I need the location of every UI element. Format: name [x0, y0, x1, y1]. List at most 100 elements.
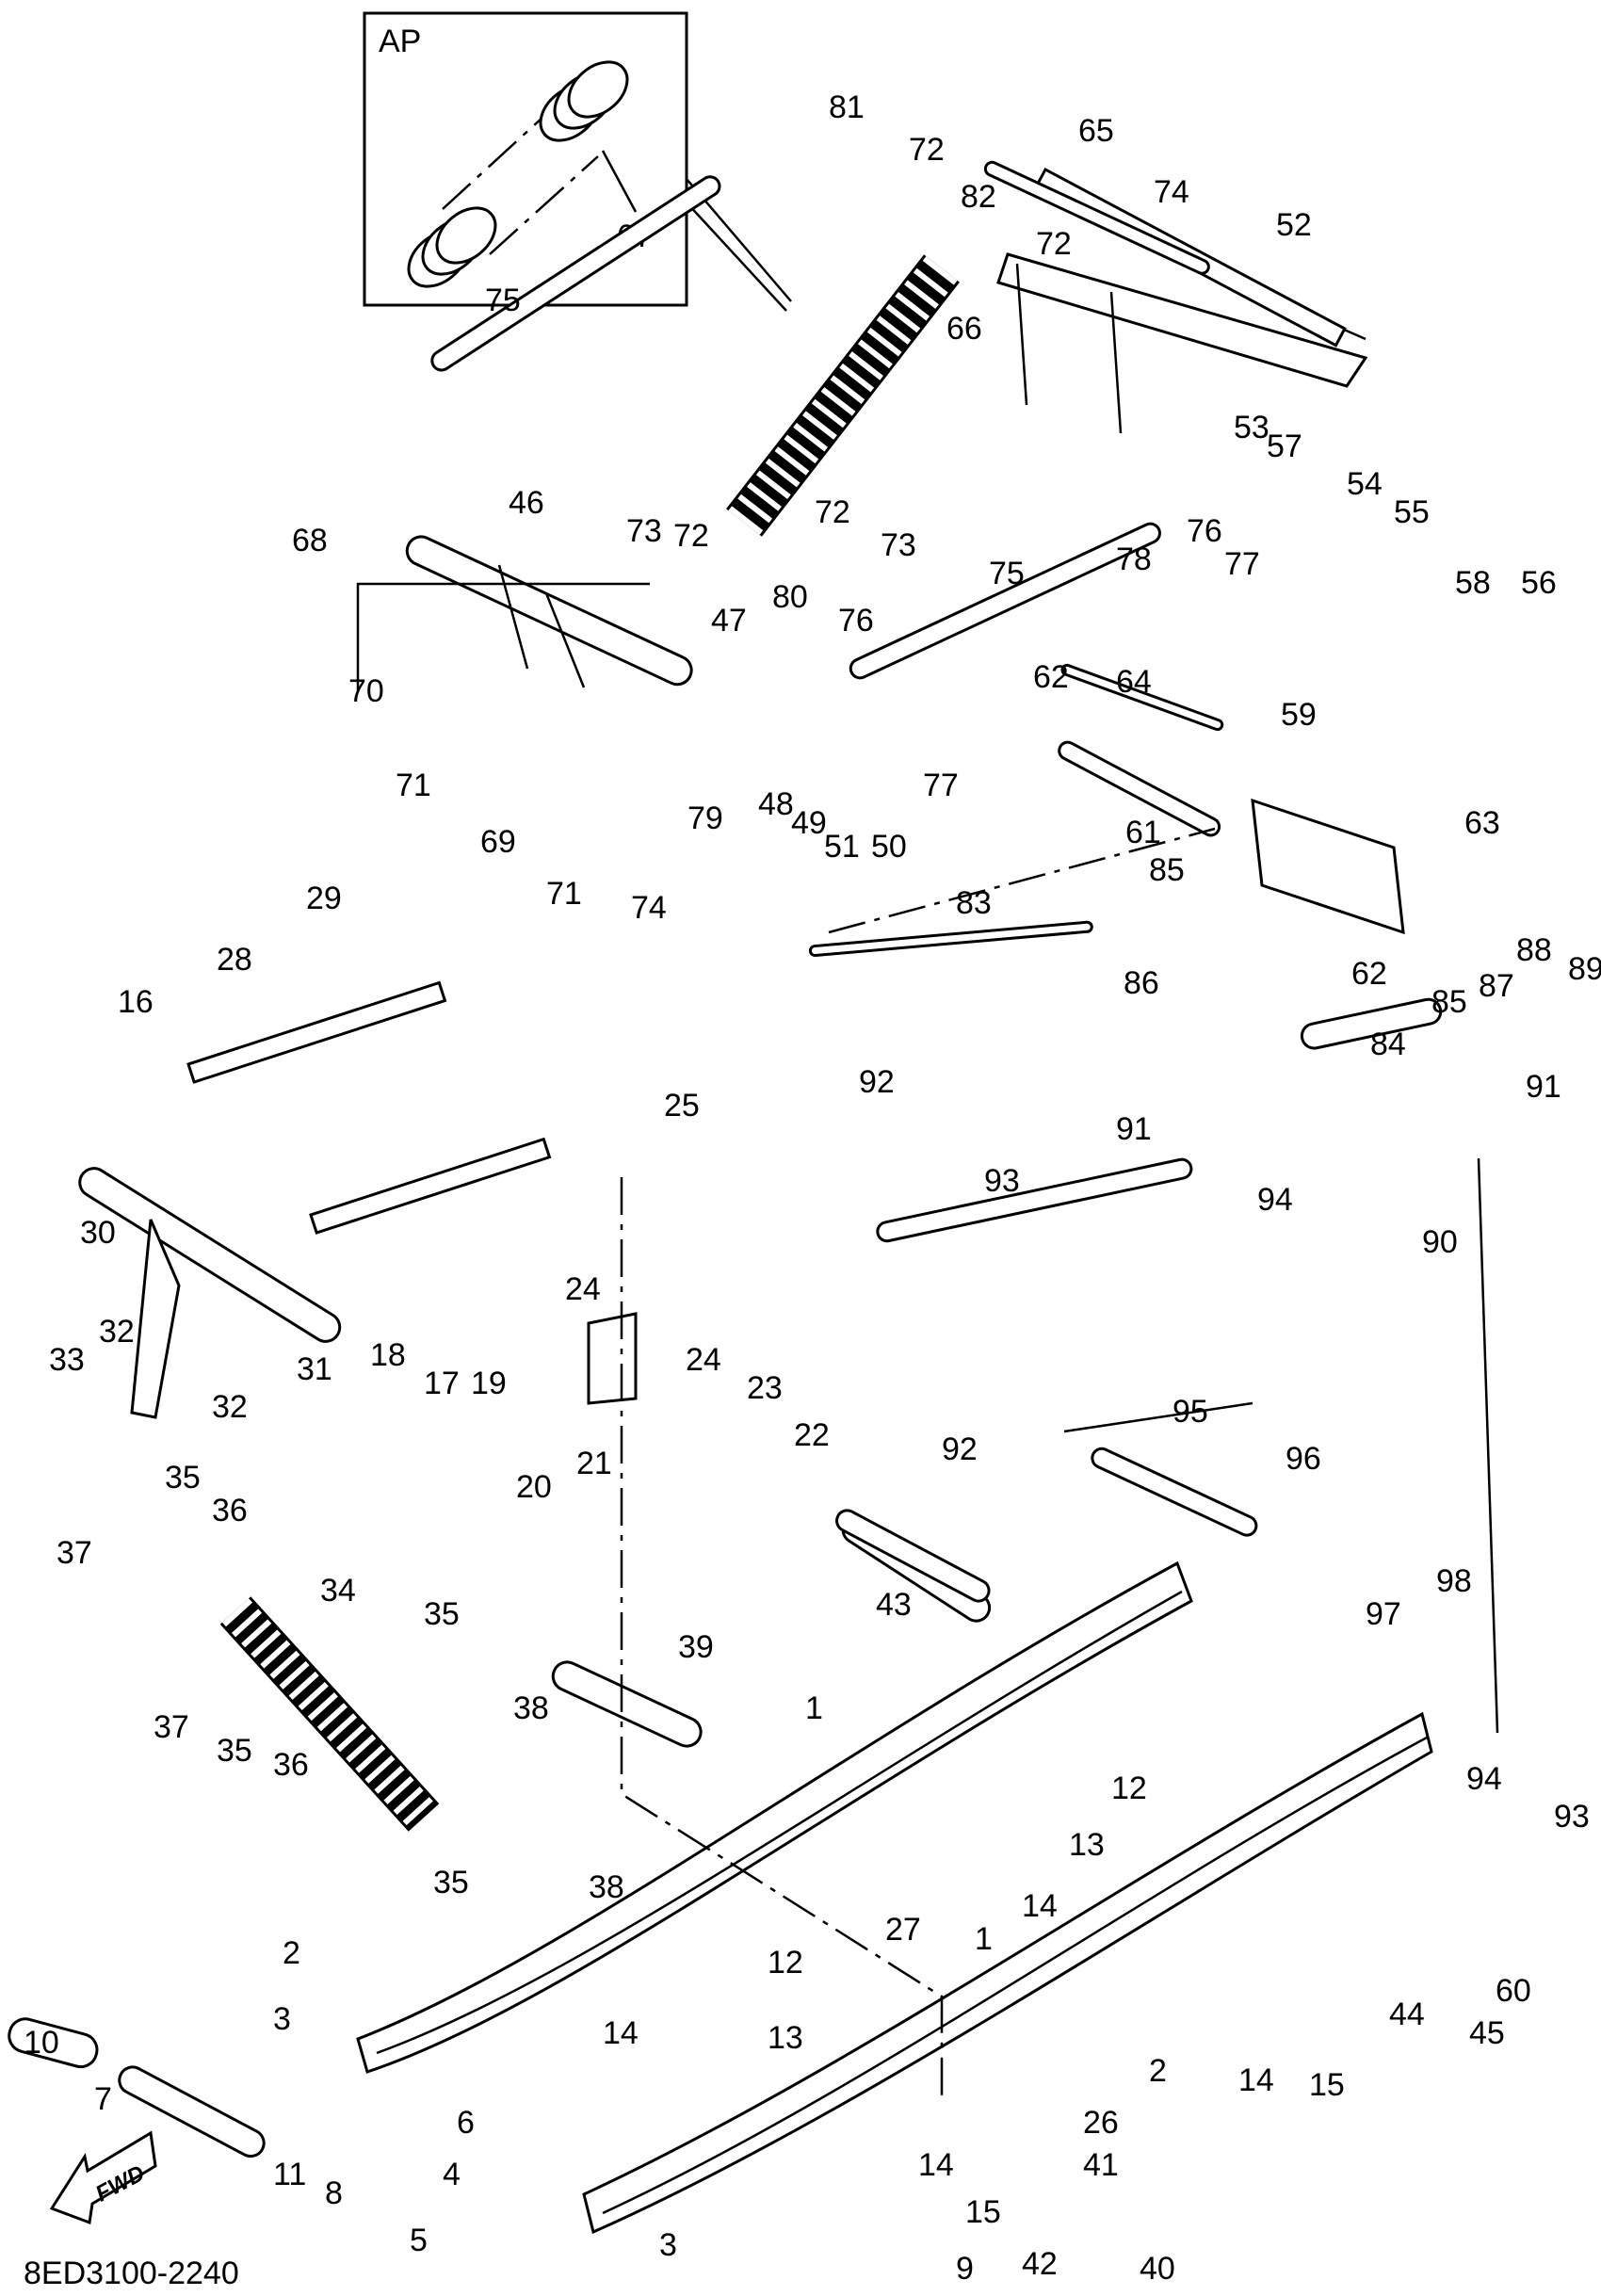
front-arm	[405, 535, 693, 688]
callout-1: 1	[975, 1921, 993, 1957]
callout-14: 14	[1022, 1888, 1058, 1924]
callout-12: 12	[1111, 1771, 1147, 1806]
callout-56: 56	[1521, 565, 1557, 601]
callout-91: 91	[1526, 1069, 1561, 1105]
callout-46: 46	[509, 485, 544, 521]
callout-62: 62	[1351, 956, 1387, 992]
callout-87: 87	[1479, 968, 1514, 1004]
callout-43: 43	[876, 1587, 912, 1623]
callout-7: 7	[94, 2081, 112, 2117]
callout-44: 44	[1389, 1997, 1425, 2032]
callout-63: 63	[1464, 805, 1500, 841]
callout-57: 57	[1267, 428, 1302, 464]
axles	[8, 2017, 266, 2159]
callout-48: 48	[758, 786, 794, 822]
callout-58: 58	[1455, 565, 1491, 601]
callout-10: 10	[24, 2025, 59, 2061]
callout-1: 1	[805, 1690, 823, 1726]
callout-15: 15	[965, 2194, 1001, 2230]
callout-88: 88	[1516, 932, 1552, 968]
callout-98: 98	[1436, 1563, 1472, 1599]
callout-79: 79	[687, 800, 723, 836]
callout-51: 51	[824, 829, 860, 865]
callout-76: 76	[1187, 513, 1222, 549]
callout-24: 24	[565, 1271, 601, 1307]
callout-96: 96	[1286, 1441, 1321, 1477]
callout-15: 15	[1309, 2067, 1345, 2103]
callout-50: 50	[871, 829, 907, 865]
callout-32: 32	[99, 1314, 135, 1350]
callout-77: 77	[1224, 546, 1260, 582]
callout-23: 23	[747, 1370, 783, 1406]
inset-ap: AP 67	[363, 11, 688, 307]
callout-27: 27	[885, 1912, 921, 1948]
callout-94: 94	[1257, 1182, 1293, 1218]
callout-13: 13	[1069, 1827, 1105, 1863]
callout-70: 70	[348, 673, 384, 709]
callout-3: 3	[659, 2227, 677, 2263]
front-frame	[78, 980, 703, 1748]
callout-37: 37	[154, 1709, 189, 1745]
callout-12: 12	[768, 1945, 803, 1981]
callout-68: 68	[292, 523, 328, 558]
callout-25: 25	[664, 1088, 700, 1124]
drawing-code: 8ED3100-2240	[24, 2256, 239, 2291]
slide-rails	[356, 1509, 1433, 2235]
callout-78: 78	[1116, 542, 1152, 577]
callout-84: 84	[1370, 1027, 1406, 1062]
callout-75: 75	[989, 556, 1025, 591]
callout-52: 52	[1276, 207, 1312, 243]
callout-80: 80	[772, 579, 808, 615]
callout-20: 20	[516, 1469, 552, 1505]
callout-21: 21	[576, 1446, 612, 1481]
callout-97: 97	[1366, 1596, 1401, 1632]
callout-19: 19	[471, 1366, 507, 1401]
callout-8: 8	[325, 2175, 343, 2211]
callout-93: 93	[984, 1163, 1020, 1199]
callout-18: 18	[370, 1337, 406, 1373]
callout-64: 64	[1116, 664, 1152, 700]
callout-11: 11	[273, 2157, 306, 2192]
callout-36: 36	[273, 1747, 309, 1783]
callout-66: 66	[946, 311, 982, 347]
callout-77: 77	[923, 768, 959, 803]
callout-2: 2	[283, 1935, 300, 1971]
callout-85: 85	[1149, 852, 1185, 888]
rear-shock-absorber	[726, 254, 960, 537]
callout-93: 93	[1554, 1799, 1590, 1835]
callout-86: 86	[1124, 965, 1159, 1001]
callout-29: 29	[306, 881, 342, 916]
callout-31: 31	[297, 1351, 332, 1387]
fwd-direction-arrow: FWD	[49, 2130, 157, 2225]
callout-38: 38	[589, 1869, 624, 1905]
callout-61: 61	[1125, 815, 1161, 850]
front-shock	[219, 1596, 440, 1832]
callout-14: 14	[1238, 2062, 1274, 2098]
callout-75: 75	[485, 283, 521, 318]
callout-13: 13	[768, 2020, 803, 2056]
callout-81: 81	[829, 89, 865, 125]
callout-17: 17	[424, 1366, 460, 1401]
bushing-67-icon	[407, 60, 638, 288]
callout-34: 34	[320, 1573, 356, 1609]
callout-55: 55	[1394, 494, 1430, 530]
callout-95: 95	[1172, 1394, 1208, 1430]
callout-35: 35	[165, 1460, 201, 1496]
callout-60: 60	[1496, 1973, 1531, 2009]
callout-32: 32	[212, 1389, 248, 1425]
callout-28: 28	[217, 942, 252, 978]
callout-73: 73	[881, 527, 916, 563]
callout-83: 83	[956, 885, 992, 921]
callout-92: 92	[859, 1064, 895, 1100]
callout-90: 90	[1422, 1224, 1458, 1260]
callout-35: 35	[424, 1596, 460, 1632]
callout-74: 74	[631, 890, 667, 926]
callout-39: 39	[678, 1629, 714, 1665]
callout-82: 82	[961, 179, 996, 215]
callout-74: 74	[1154, 174, 1189, 210]
callout-72: 72	[815, 494, 850, 530]
callout-72: 72	[1036, 226, 1072, 262]
callout-76: 76	[838, 603, 874, 639]
callout-92: 92	[942, 1431, 978, 1467]
callout-91: 91	[1116, 1111, 1152, 1147]
